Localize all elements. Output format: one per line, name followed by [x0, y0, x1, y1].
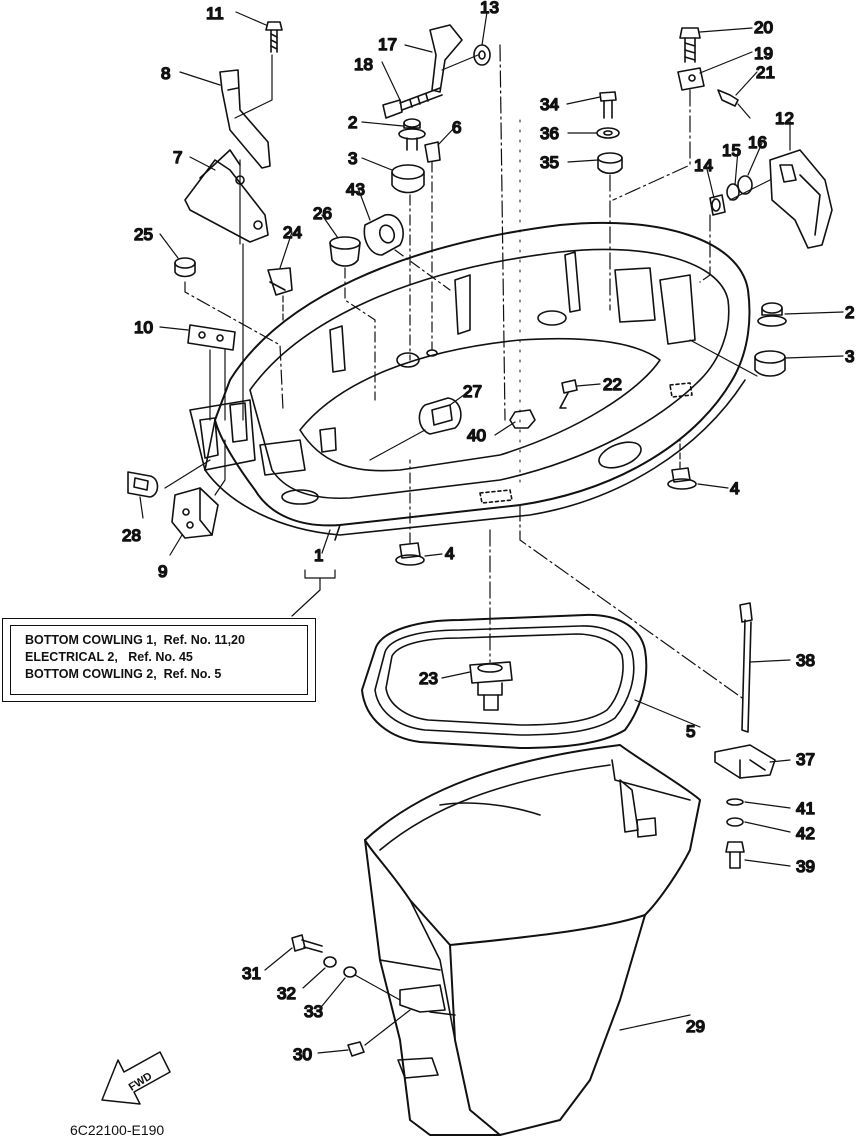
lower-cover	[364, 744, 701, 1136]
reference-line-1: BOTTOM COWLING 1, Ref. No. 11,20	[25, 633, 245, 647]
leader-lines	[139, 11, 844, 1054]
callout-3-right: 3	[845, 347, 854, 366]
reference-line-2: ELECTRICAL 2, Ref. No. 45	[25, 650, 193, 664]
callout-32: 32	[277, 984, 296, 1003]
callout-9: 9	[158, 562, 167, 581]
callout-34: 34	[540, 95, 559, 114]
callout-17: 17	[378, 35, 397, 54]
callout-14: 14	[694, 156, 713, 175]
callout-27: 27	[463, 382, 482, 401]
callout-21: 21	[756, 63, 775, 82]
callout-11: 11	[206, 4, 224, 23]
top-center-parts	[329, 24, 578, 491]
callout-35: 35	[540, 153, 559, 172]
callout-24: 24	[283, 223, 302, 242]
lower-left-parts	[101, 934, 411, 1105]
callout-41: 41	[796, 799, 815, 818]
callout-30: 30	[293, 1045, 312, 1064]
callout-7: 7	[173, 148, 182, 167]
callout-38: 38	[796, 651, 815, 670]
callout-13: 13	[480, 0, 499, 17]
callout-10: 10	[134, 318, 153, 337]
callout-40: 40	[467, 426, 486, 445]
callout-8: 8	[161, 64, 170, 83]
callout-2: 2	[348, 113, 357, 132]
callout-20: 20	[754, 18, 773, 37]
callout-25: 25	[134, 225, 153, 244]
callout-6: 6	[452, 118, 461, 137]
callout-3: 3	[348, 149, 357, 168]
callout-26: 26	[313, 204, 332, 223]
callout-4-center: 4	[445, 544, 454, 563]
bottom-cowling-outline	[189, 221, 751, 541]
callout-42: 42	[796, 824, 815, 843]
top-right-parts	[395, 27, 833, 566]
callout-28: 28	[122, 526, 141, 545]
callout-16: 16	[748, 133, 767, 152]
seal-and-grommet	[361, 504, 746, 749]
callout-15: 15	[722, 141, 741, 160]
callout-39: 39	[796, 857, 815, 876]
reference-box-inner: BOTTOM COWLING 1, Ref. No. 11,20 ELECTRI…	[10, 625, 308, 695]
callout-1: 1	[314, 546, 323, 565]
reference-box: BOTTOM COWLING 1, Ref. No. 11,20 ELECTRI…	[2, 618, 316, 702]
callout-33: 33	[304, 1002, 323, 1021]
callout-29: 29	[686, 1017, 705, 1036]
callout-12: 12	[775, 109, 794, 128]
callout-23: 23	[419, 669, 438, 688]
callout-4-right: 4	[730, 479, 739, 498]
callout-5: 5	[686, 722, 695, 741]
callout-18: 18	[354, 55, 373, 74]
callout-2-right: 2	[845, 303, 854, 322]
left-parts	[127, 21, 293, 539]
callout-43: 43	[346, 180, 365, 199]
callout-labels: 11 8 7 25 10 28 9 1 13 17 18 2 6 3 43 26…	[121, 0, 855, 1065]
reference-line-3: BOTTOM COWLING 2, Ref. No. 5	[25, 667, 222, 681]
drawing-code: 6C22100-E190	[70, 1122, 165, 1138]
cable-tie-parts	[714, 602, 776, 869]
callout-19: 19	[754, 44, 773, 63]
callout-36: 36	[540, 124, 559, 143]
callout-37: 37	[796, 750, 815, 769]
callout-31: 31	[242, 964, 261, 983]
callout-22: 22	[603, 375, 622, 394]
